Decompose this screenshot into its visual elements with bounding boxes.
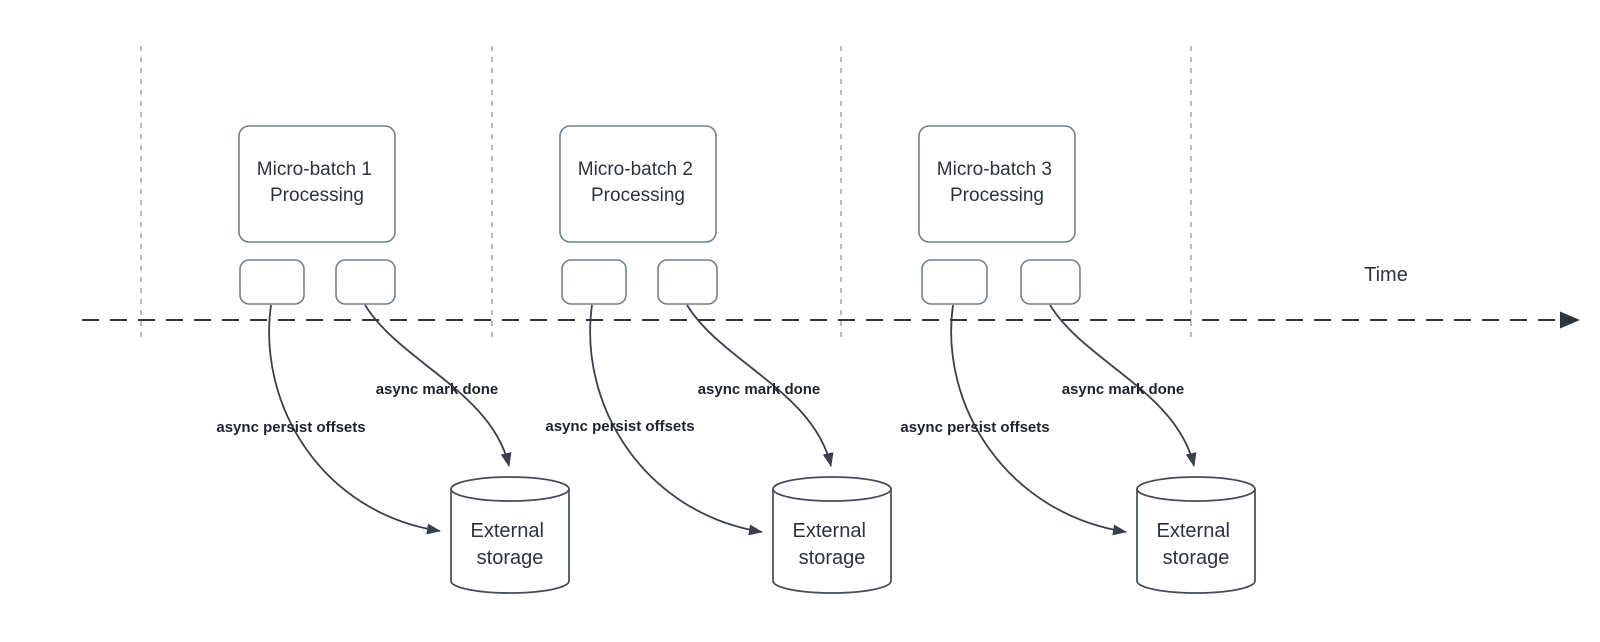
offset-task-rect-3 bbox=[921, 259, 988, 305]
mark-done-arrow-2 bbox=[686, 304, 834, 467]
cylinder-rim-1 bbox=[450, 488, 570, 502]
mark-task-rect-3 bbox=[1020, 259, 1081, 305]
external-storage-label-2: External storage bbox=[793, 520, 872, 569]
micro-batch-title-3-line1: Micro-batch 3 bbox=[937, 159, 1052, 180]
persist-offsets-label-3: async persist offsets bbox=[900, 419, 1049, 436]
offset-task-rect-2 bbox=[561, 259, 627, 305]
offset-task-rect-1 bbox=[239, 259, 305, 305]
external-storage-cylinder-1 bbox=[450, 476, 570, 594]
micro-batch-group-1: Micro-batch 1 Processing async persist o… bbox=[216, 125, 570, 594]
persist-offsets-label-2: async persist offsets bbox=[545, 418, 694, 435]
micro-batch-box-3 bbox=[918, 125, 1076, 243]
micro-batch-box-1 bbox=[238, 125, 396, 243]
micro-batch-title-1: Micro-batch 1 Processing bbox=[257, 159, 377, 206]
external-storage-label-2-line1: External bbox=[793, 520, 866, 542]
mark-done-label-3: async mark done bbox=[1062, 381, 1185, 398]
time-axis-arrowhead-icon bbox=[1560, 311, 1580, 329]
external-storage-label-1-line2: storage bbox=[477, 547, 544, 569]
cylinder-rim-2 bbox=[772, 488, 892, 502]
persist-offsets-arrow-3 bbox=[950, 304, 1127, 536]
micro-batch-group-3: Micro-batch 3 Processing async persist o… bbox=[900, 125, 1256, 594]
mark-done-arrow-1 bbox=[364, 304, 512, 467]
persist-offsets-arrow-2 bbox=[589, 304, 763, 536]
mark-task-rect-1 bbox=[335, 259, 396, 305]
external-storage-cylinder-3 bbox=[1136, 476, 1256, 594]
persist-offsets-label-1: async persist offsets bbox=[216, 419, 365, 436]
time-axis-label: Time bbox=[1364, 264, 1408, 286]
micro-batch-title-2-line1: Micro-batch 2 bbox=[578, 159, 693, 180]
micro-batch-title-1-line1: Micro-batch 1 bbox=[257, 159, 372, 180]
external-storage-label-3-line2: storage bbox=[1163, 547, 1230, 569]
micro-batch-title-1-line2: Processing bbox=[270, 185, 364, 206]
external-storage-label-1: External storage bbox=[471, 520, 550, 569]
micro-batch-title-2-line2: Processing bbox=[591, 185, 685, 206]
mark-done-label-2: async mark done bbox=[698, 381, 821, 398]
external-storage-label-3: External storage bbox=[1157, 520, 1236, 569]
cylinder-rim-3 bbox=[1136, 488, 1256, 502]
external-storage-label-1-line1: External bbox=[471, 520, 544, 542]
micro-batch-box-2 bbox=[559, 125, 717, 243]
micro-batch-title-3-line2: Processing bbox=[950, 185, 1044, 206]
micro-batch-group-2: Micro-batch 2 Processing async persist o… bbox=[545, 125, 892, 594]
external-storage-label-2-line2: storage bbox=[799, 547, 866, 569]
micro-batch-title-3: Micro-batch 3 Processing bbox=[937, 159, 1057, 206]
mark-done-label-1: async mark done bbox=[376, 381, 499, 398]
mark-task-rect-2 bbox=[657, 259, 718, 305]
external-storage-cylinder-2 bbox=[772, 476, 892, 594]
mark-done-arrow-3 bbox=[1049, 304, 1197, 467]
external-storage-label-3-line1: External bbox=[1157, 520, 1230, 542]
persist-offsets-arrow-1 bbox=[268, 304, 441, 535]
micro-batch-title-2: Micro-batch 2 Processing bbox=[578, 159, 698, 206]
